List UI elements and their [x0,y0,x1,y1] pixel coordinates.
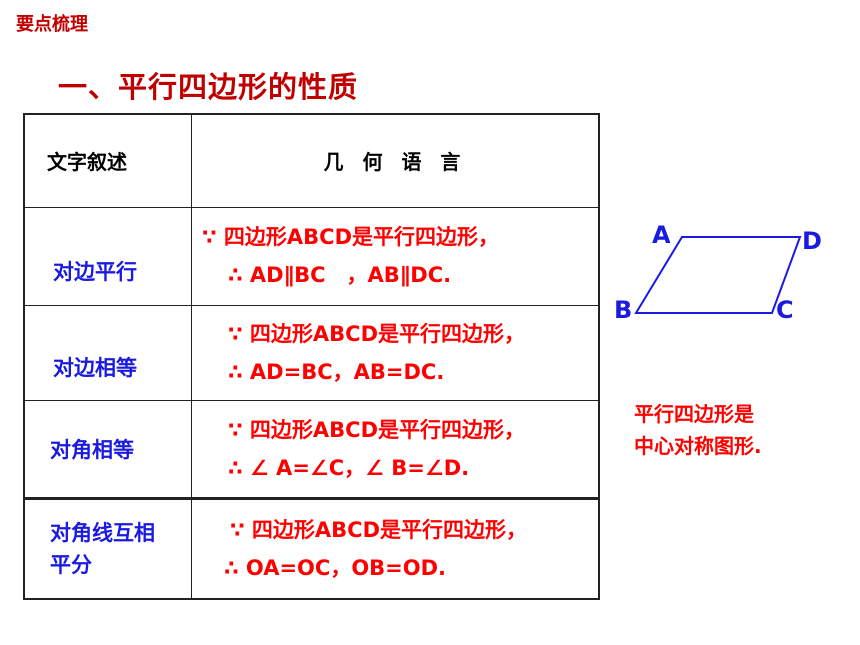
row-statement-given: ∵ 四边形ABCD是平行四边形， [228,321,526,346]
note-line: 平行四边形是 [634,402,754,426]
table-row: 对边相等 ∵ 四边形ABCD是平行四边形， ∴ AD=BC，AB=DC. [23,304,600,401]
row-statement-conclusion: ∴ AD∥BC ，AB∥DC. [228,263,452,287]
properties-table: 文字叙述 几 何 语 言 对边平行 ∵ 四边形ABCD是平行四边形， ∴ AD∥… [23,113,600,600]
note-line: 中心对称图形. [634,434,762,458]
table-row: 对角线互相平分 ∵ 四边形ABCD是平行四边形， ∴ OA=OC，OB=OD. [23,497,600,600]
section-tag: 要点梳理 [16,14,88,35]
table-row: 对角相等 ∵ 四边形ABCD是平行四边形， ∴ ∠ A=∠C，∠ B=∠D. [23,399,600,499]
table-header-row: 文字叙述 几 何 语 言 [23,113,600,208]
parallelogram-diagram: A D B C [614,221,822,324]
row-statement-given: ∵ 四边形ABCD是平行四边形， [228,417,526,442]
vertex-label-b: B [614,296,632,324]
row-label: 对角相等 [50,437,134,462]
row-label: 对角线互相平分 [50,520,155,577]
page-title: 一、平行四边形的性质 [58,70,359,104]
central-symmetry-note: 平行四边形是 中心对称图形. [634,398,762,462]
header-geometric-language: 几 何 语 言 [191,113,600,208]
parallelogram-shape [634,236,802,314]
row-statement-given: ∵ 四边形ABCD是平行四边形， [202,225,500,249]
row-label: 对边相等 [53,355,137,380]
vertex-label-c: C [776,296,794,324]
row-statement-conclusion: ∴ AD=BC，AB=DC. [228,359,445,384]
row-label: 对边平行 [53,260,137,284]
row-statement-conclusion: ∴ OA=OC，OB=OD. [224,555,447,580]
vertex-label-d: D [802,227,822,255]
row-statement-conclusion: ∴ ∠ A=∠C，∠ B=∠D. [228,455,470,480]
row-statement-given: ∵ 四边形ABCD是平行四边形， [230,517,528,542]
header-text-description: 文字叙述 [23,113,192,208]
table-row: 对边平行 ∵ 四边形ABCD是平行四边形， ∴ AD∥BC ，AB∥DC. [23,206,600,306]
vertex-label-a: A [652,221,671,249]
